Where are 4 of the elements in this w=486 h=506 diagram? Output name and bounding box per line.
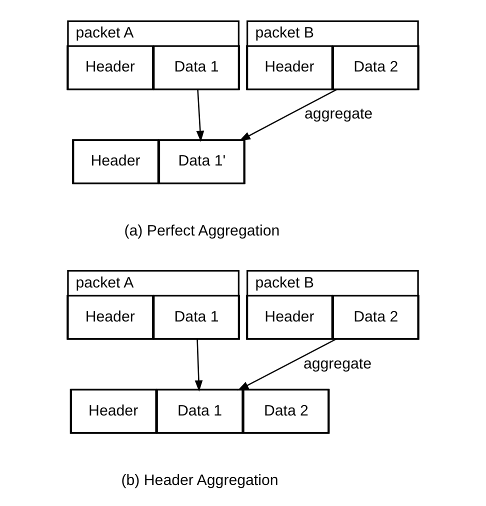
edge-label: aggregate bbox=[303, 355, 372, 372]
label: (b) Header Aggregation bbox=[121, 472, 278, 489]
label: (a) Perfect Aggregation bbox=[124, 222, 280, 240]
edge-label: aggregate bbox=[304, 106, 373, 123]
